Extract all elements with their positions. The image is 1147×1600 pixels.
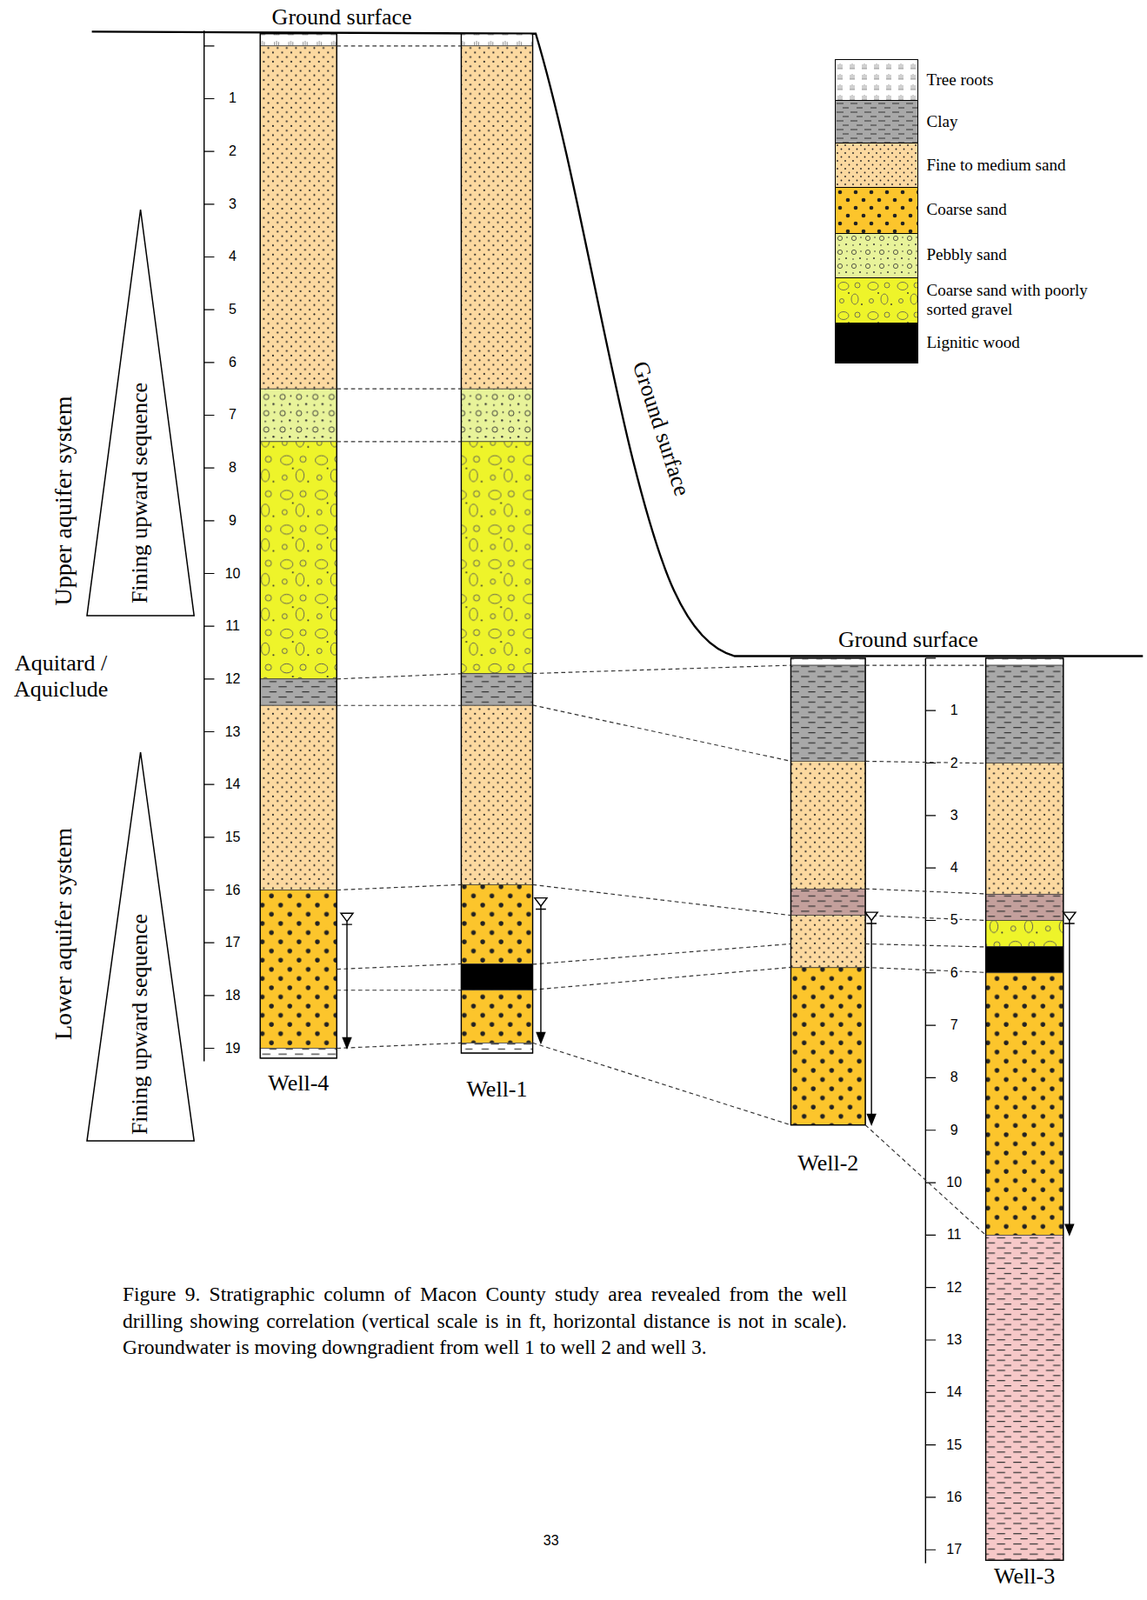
scale-number: 16 xyxy=(944,1490,964,1505)
well-column: Well-2 xyxy=(790,658,866,1181)
sequence-label: Fining upward sequence xyxy=(126,913,154,1135)
scale-number: 10 xyxy=(944,1175,964,1190)
scale-number: 6 xyxy=(948,966,961,981)
page-number: 33 xyxy=(543,1533,560,1549)
scale-number: 8 xyxy=(948,1070,961,1085)
scale-number: 14 xyxy=(944,1385,964,1400)
scale-number: 6 xyxy=(226,355,239,370)
scale-number: 18 xyxy=(223,988,243,1003)
aquifer-label: Lower aquifer system xyxy=(49,827,78,1041)
scale-number: 9 xyxy=(948,1123,961,1138)
scale-number: 12 xyxy=(944,1280,964,1295)
scale-number: 1 xyxy=(226,91,239,106)
scale-number: 3 xyxy=(948,808,961,823)
well-column: Well-4 xyxy=(260,33,337,1101)
ground-surface-label: Ground surface xyxy=(626,358,695,500)
figure-caption: Figure 9. Stratigraphic column of Macon … xyxy=(122,1280,847,1361)
aquitard-label: Aquitard / Aquiclude xyxy=(4,650,118,703)
scale-number: 4 xyxy=(948,860,961,875)
legend-pattern xyxy=(835,278,918,323)
scale-number: 14 xyxy=(223,777,243,792)
legend-pattern xyxy=(835,100,918,143)
scale-number: 15 xyxy=(223,830,243,845)
legend-text: Coarse sand xyxy=(926,200,1114,220)
legend-swatch xyxy=(834,322,919,364)
pattern-fill xyxy=(835,60,918,101)
legend-text: Tree roots xyxy=(926,70,1114,90)
well-label: Well-2 xyxy=(797,1150,859,1177)
sequence-label: Fining upward sequence xyxy=(126,382,154,604)
legend-swatch xyxy=(834,142,919,188)
legend-text: Pebbly sand xyxy=(926,245,1114,265)
legend-swatch xyxy=(834,233,919,280)
scale-number: 19 xyxy=(223,1041,243,1056)
sequence-triangle: Fining upward sequence xyxy=(86,752,194,1141)
scale-number: 2 xyxy=(948,756,961,771)
pattern-fill xyxy=(835,143,918,187)
aquifer-label: Upper aquifer system xyxy=(49,396,78,607)
scale-number: 17 xyxy=(223,935,243,950)
well-label: Well-1 xyxy=(466,1076,527,1103)
legend-pattern xyxy=(835,233,918,279)
legend-swatch xyxy=(834,186,919,234)
legend-pattern xyxy=(835,143,918,187)
scale-number: 13 xyxy=(223,725,243,740)
well-column: Well-1 xyxy=(460,33,533,1107)
legend-pattern xyxy=(835,60,918,101)
scale-number: 5 xyxy=(948,913,961,927)
pattern-fill xyxy=(835,100,918,143)
well-label: Well-4 xyxy=(267,1070,329,1097)
scale-number: 12 xyxy=(223,672,243,687)
legend-swatch xyxy=(834,59,919,101)
legend-swatch xyxy=(834,277,919,324)
legend-text: Coarse sand with poorly sorted gravel xyxy=(926,280,1114,320)
well-column: Well-3 xyxy=(986,658,1064,1594)
scale-number: 5 xyxy=(226,302,239,317)
pattern-fill xyxy=(835,187,918,234)
scale-number: 11 xyxy=(223,619,242,634)
pattern-fill xyxy=(835,278,918,323)
scale-number: 7 xyxy=(948,1018,961,1033)
legend-text: Fine to medium sand xyxy=(926,155,1114,175)
scale-number: 17 xyxy=(944,1542,964,1557)
pattern-fill xyxy=(835,233,918,279)
scale-number: 11 xyxy=(945,1227,964,1242)
triangle-shape xyxy=(86,752,194,1141)
scale-number: 16 xyxy=(223,883,243,898)
ground-surface-label: Ground surface xyxy=(838,626,979,654)
triangle-shape xyxy=(86,209,194,616)
scale-number: 8 xyxy=(226,460,239,475)
scale-number: 13 xyxy=(944,1333,964,1348)
scale-number: 15 xyxy=(944,1438,964,1453)
scale-number: 3 xyxy=(226,197,239,212)
scale-number: 9 xyxy=(226,513,239,528)
scale-number: 1 xyxy=(948,703,961,718)
legend-text: Clay xyxy=(926,112,1114,132)
legend-pattern xyxy=(835,187,918,234)
scale-number: 4 xyxy=(226,249,239,264)
scale-number: 2 xyxy=(226,144,239,159)
ground-surface-label: Ground surface xyxy=(272,4,413,31)
well-label: Well-3 xyxy=(993,1563,1055,1590)
legend-text: Lignitic wood xyxy=(926,333,1114,353)
sequence-triangle: Fining upward sequence xyxy=(86,209,194,616)
scale-number: 10 xyxy=(223,566,243,581)
scale-number: 7 xyxy=(226,407,239,422)
legend-swatch xyxy=(834,100,919,144)
